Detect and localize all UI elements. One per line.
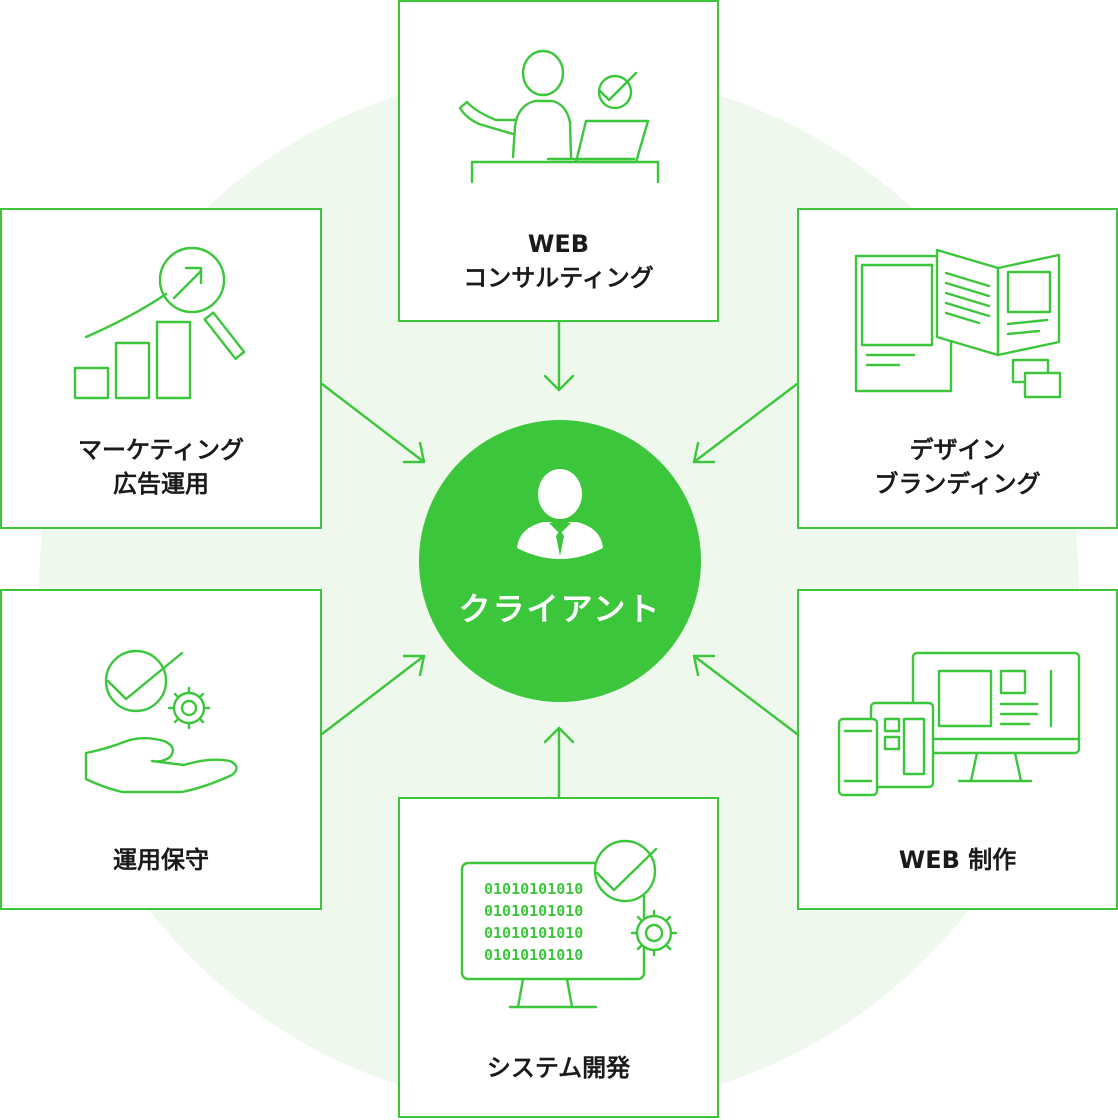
arrow-from-bottom-right xyxy=(692,654,799,736)
service-label-line2: コンサルティング xyxy=(463,264,654,292)
binary-monitor-icon: 01010101010 01010101010 01010101010 0101… xyxy=(460,839,678,1009)
arrow-from-bottom-left xyxy=(320,654,426,736)
business-person-icon xyxy=(517,469,603,559)
brochure-design-icon xyxy=(854,248,1062,399)
service-card-design-branding[interactable]: デザイン ブランディング xyxy=(797,208,1118,529)
service-card-web-consulting[interactable]: WEB コンサルティング xyxy=(398,0,719,322)
svg-text:01010101010: 01010101010 xyxy=(484,924,583,942)
service-card-web-production[interactable]: WEB 制作 xyxy=(797,589,1118,910)
service-label-line2: ブランディング xyxy=(874,470,1041,498)
service-card-system-development[interactable]: 01010101010 01010101010 01010101010 0101… xyxy=(398,797,719,1118)
service-card-maintenance[interactable]: 運用保守 xyxy=(0,589,322,910)
binary-code: 01010101010 01010101010 01010101010 0101… xyxy=(484,880,583,964)
service-label-line2: 広告運用 xyxy=(113,470,209,498)
client-circle: クライアント xyxy=(419,420,701,702)
growth-chart-magnifier-icon xyxy=(73,246,246,400)
svg-text:01010101010: 01010101010 xyxy=(484,902,583,920)
service-label-line1: 運用保守 xyxy=(113,846,209,874)
svg-text:01010101010: 01010101010 xyxy=(484,880,583,898)
service-label-line1: マーケティング xyxy=(77,436,245,464)
service-label-line1: WEB xyxy=(527,230,590,258)
arrow-from-top-left xyxy=(320,382,426,464)
service-card-marketing[interactable]: マーケティング 広告運用 xyxy=(0,208,322,529)
arrow-from-bottom xyxy=(543,726,575,799)
service-label-line1: システム開発 xyxy=(486,1054,631,1082)
svg-text:01010101010: 01010101010 xyxy=(484,946,583,964)
multi-device-icon xyxy=(837,651,1081,797)
service-label-line1: WEB 制作 xyxy=(898,846,1017,874)
arrow-from-top-right xyxy=(692,382,799,464)
arrow-from-top xyxy=(543,320,575,392)
service-label-line1: デザイン xyxy=(909,436,1006,464)
client-label: クライアント xyxy=(458,590,662,628)
hand-gear-check-icon xyxy=(84,649,238,794)
consultant-laptop-icon xyxy=(458,49,660,184)
